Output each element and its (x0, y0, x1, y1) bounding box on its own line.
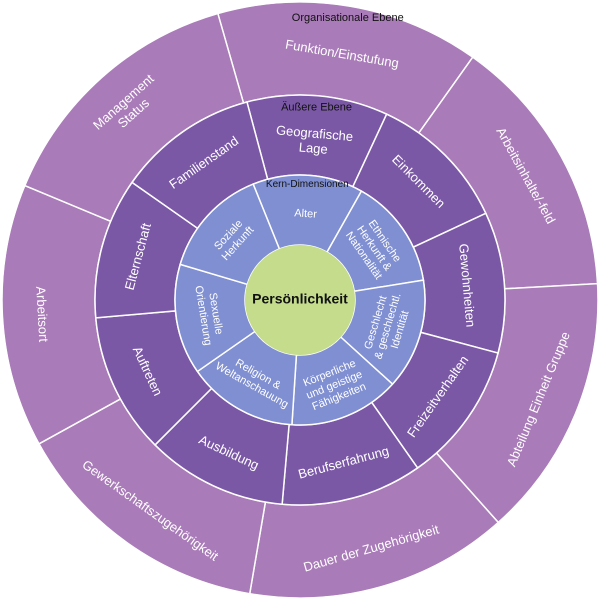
ring-title: Organisationale Ebene (292, 12, 404, 24)
segment-label: Alter (294, 207, 318, 220)
segment-label: GeografischeLage (274, 122, 354, 159)
center-circle (245, 245, 355, 355)
center-core: Persönlichkeit (245, 245, 355, 355)
inner-ring (174, 174, 426, 426)
center-label: Persönlichkeit (252, 291, 348, 307)
middle-ring (94, 94, 506, 506)
segment-label: Gewohnheiten (456, 243, 478, 328)
segment-label: Arbeitsort (33, 286, 51, 343)
ring-title: Kern-Dimensionen (266, 179, 349, 190)
ring-title: Äußere Ebene (281, 102, 352, 114)
